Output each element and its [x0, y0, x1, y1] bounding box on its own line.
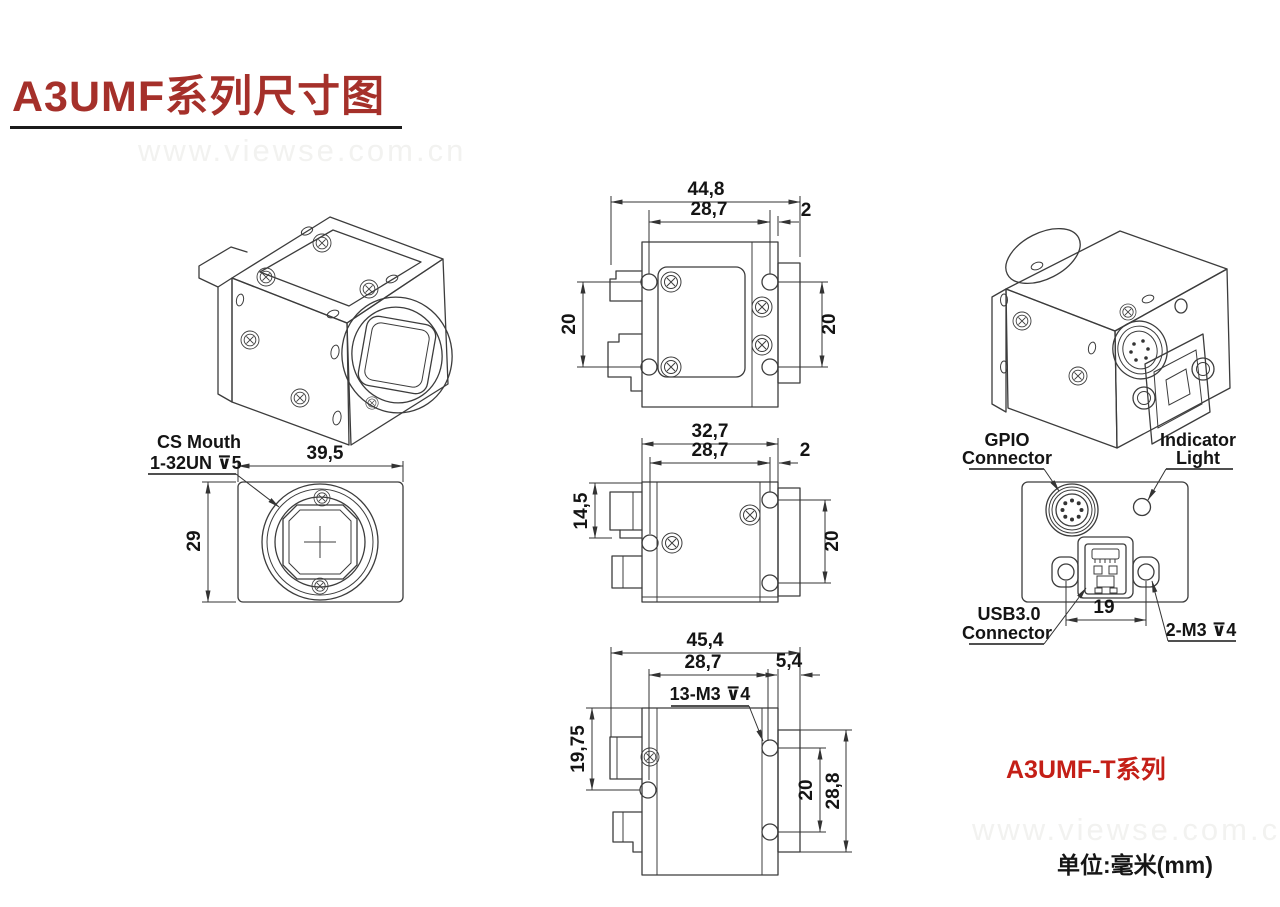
usb-connector-drawing — [1051, 536, 1160, 599]
bottom-view: 13-M3 ⊽4 45,4 28,7 5,4 19,75 20 28,8 — [568, 630, 852, 876]
side-view: 32,7 28,7 2 14,5 20 — [571, 421, 843, 603]
bottom-holespan-dim: 28,7 — [685, 652, 722, 673]
indicator-light-drawing — [1132, 497, 1152, 517]
iso-usb-connector — [1132, 333, 1215, 445]
top-left-span-dim: 20 — [559, 313, 580, 334]
bottom-offset-dim: 5,4 — [776, 651, 803, 672]
gpio-label-line1: GPIO — [984, 430, 1029, 450]
rear-isometric-view — [991, 227, 1231, 449]
cs-mount-label-line2: 1-32UN ⊽5 — [150, 453, 242, 473]
side-left-height-dim: 14,5 — [571, 492, 592, 529]
top-view: 44,8 28,7 2 20 20 — [559, 179, 840, 408]
series-label: A3UMF-T系列 — [1006, 756, 1166, 784]
iso-indicator-light — [1174, 298, 1188, 314]
bottom-total-dim: 45,4 — [687, 630, 724, 651]
top-right-span-dim: 20 — [819, 313, 840, 334]
unit-label: 单位:毫米(mm) — [1057, 852, 1213, 878]
indicator-label-line2: Light — [1176, 448, 1220, 468]
bottom-right-holespan-dim: 20 — [796, 779, 817, 800]
watermark-bottom: www.viewse.com.cn — [972, 812, 1280, 847]
front-width-dim: 39,5 — [307, 443, 344, 464]
front-view: 39,5 29 CS Mouth 1-32UN ⊽5 — [148, 432, 404, 603]
top-total-dim: 44,8 — [688, 179, 725, 200]
iso-gpio-connector — [1112, 320, 1168, 380]
bottom-flange-height-dim: 28,8 — [823, 773, 844, 810]
usb-label-line2: Connector — [962, 623, 1052, 643]
gpio-connector-drawing — [1045, 483, 1099, 537]
bottom-thread-label: 13-M3 ⊽4 — [670, 684, 751, 704]
front-isometric-view — [198, 216, 453, 446]
rear-thread-label: 2-M3 ⊽4 — [1166, 620, 1237, 640]
top-holespan-dim: 28,7 — [691, 199, 728, 220]
rear-view: 19 GPIO Connector Indicator Light USB3.0… — [962, 430, 1237, 645]
title-underline — [10, 126, 402, 129]
rear-holespan-dim: 19 — [1093, 597, 1114, 618]
bottom-left-height-dim: 19,75 — [568, 725, 589, 773]
watermark-top: www.viewse.com.cn — [138, 133, 467, 168]
side-offset-dim: 2 — [800, 440, 811, 461]
side-right-span-dim: 20 — [822, 530, 843, 551]
side-holespan-dim: 28,7 — [692, 440, 729, 461]
gpio-label-line2: Connector — [962, 448, 1052, 468]
indicator-label-line1: Indicator — [1160, 430, 1236, 450]
cs-mount-label-line1: CS Mouth — [157, 432, 241, 452]
usb-label-line1: USB3.0 — [977, 604, 1040, 624]
front-height-dim: 29 — [184, 530, 205, 551]
top-offset-dim: 2 — [801, 200, 812, 221]
page-title: A3UMF系列尺寸图 — [12, 73, 386, 121]
side-total-dim: 32,7 — [692, 421, 729, 442]
